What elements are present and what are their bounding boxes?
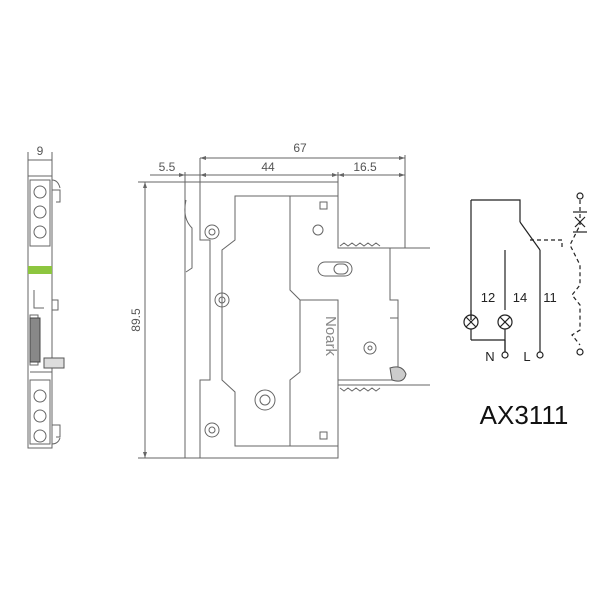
dim-right-depth-label: 16.5 [353, 160, 377, 174]
front-view [138, 155, 430, 459]
side-terminal-screw-icon [33, 185, 47, 199]
indicator-slot [317, 261, 353, 277]
terminal-11-label: 11 [543, 290, 557, 305]
dim-body-width-label: 44 [261, 160, 275, 174]
switch-contact [519, 221, 541, 251]
terminal-n-icon [501, 351, 509, 359]
schematic [463, 192, 587, 359]
trip-terminal-top-icon [576, 192, 584, 200]
terminal-12-label: 12 [481, 290, 495, 305]
side-width-label: 9 [37, 144, 44, 158]
lever-handle [389, 366, 407, 382]
model-label: AX3111 [480, 400, 569, 430]
supply-l-label: L [523, 349, 530, 364]
front-inner-profile [221, 195, 301, 447]
rivet-icon [363, 341, 377, 355]
mechanical-link [569, 200, 581, 346]
dim-overall-label: 67 [293, 141, 307, 155]
terminal-marker-icon [319, 431, 328, 440]
rivet-icon [312, 224, 324, 236]
brand-label: Noark [322, 316, 339, 357]
rivet-icon [204, 422, 220, 438]
terminal-marker-icon [319, 201, 328, 210]
front-left-plate [184, 181, 211, 459]
trip-terminal-bottom-icon [576, 348, 584, 356]
side-indicator-stripe [28, 266, 52, 274]
supply-n-label: N [485, 349, 494, 364]
side-body-outline [27, 175, 53, 449]
rivet-icon [214, 292, 230, 308]
dim-arrows [143, 156, 405, 458]
terminal-l-icon [536, 351, 544, 359]
dim-left-offset-label: 5.5 [159, 160, 176, 174]
side-view [27, 152, 65, 449]
terminal-14-label: 14 [513, 290, 527, 305]
side-lever [43, 357, 65, 369]
dim-height-label: 89.5 [129, 308, 143, 332]
terminal-screw-icon [254, 389, 276, 411]
rivet-icon [204, 224, 220, 240]
front-body-outline [200, 181, 399, 459]
